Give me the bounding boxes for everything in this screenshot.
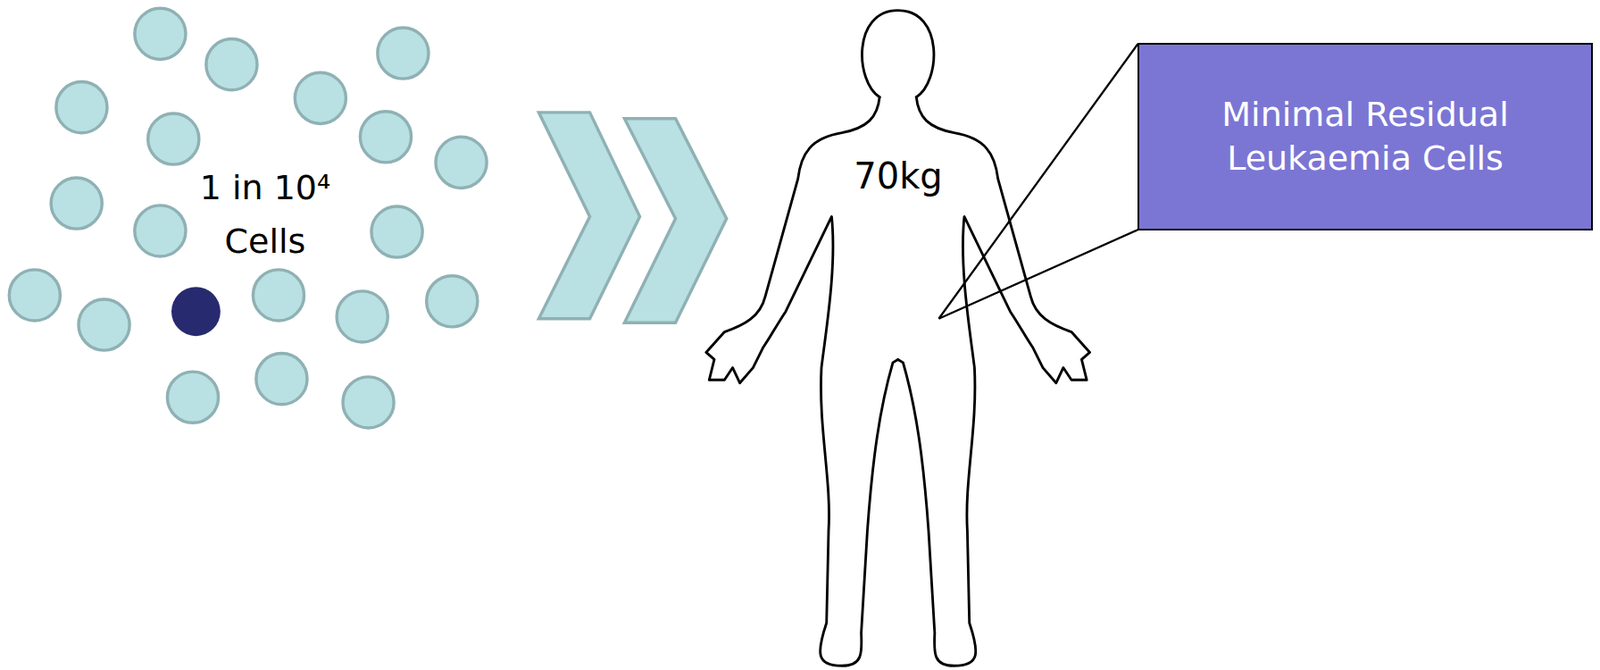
normal-cell	[8, 269, 60, 321]
normal-cell	[56, 82, 108, 134]
chevron	[538, 112, 640, 319]
normal-cell	[166, 371, 218, 423]
body-weight-label: 70kg	[840, 151, 957, 200]
human-outline	[706, 10, 1091, 667]
normal-cell	[256, 353, 308, 405]
normal-cell	[78, 299, 130, 350]
chevron	[624, 118, 726, 324]
callout-text-group: Minimal Residual Leukaemia Cells	[1182, 92, 1549, 182]
normal-cell	[252, 269, 304, 321]
head-outline	[862, 10, 934, 98]
normal-cell	[435, 136, 487, 188]
callout-text: Minimal Residual Leukaemia Cells	[1182, 92, 1549, 182]
cell-ratio-label: 1 in 10⁴ Cells	[184, 160, 346, 268]
cell-cluster	[8, 8, 487, 428]
normal-cell	[426, 275, 478, 327]
normal-cell	[206, 39, 258, 91]
callout-box: Minimal Residual Leukaemia Cells	[1137, 42, 1593, 231]
normal-cell	[294, 72, 346, 124]
normal-cell	[359, 111, 411, 163]
callout-leader	[938, 43, 1138, 318]
normal-cell	[342, 376, 394, 428]
chevron-arrows	[538, 112, 726, 323]
normal-cell	[148, 113, 200, 165]
normal-cell	[377, 27, 429, 79]
leader-line	[938, 229, 1138, 318]
normal-cell	[134, 205, 186, 257]
normal-cell	[134, 8, 186, 59]
normal-cell	[371, 206, 423, 258]
normal-cell	[336, 291, 388, 342]
normal-cell	[50, 177, 102, 229]
leukaemia-cell	[171, 286, 221, 336]
leader-line	[938, 43, 1138, 318]
